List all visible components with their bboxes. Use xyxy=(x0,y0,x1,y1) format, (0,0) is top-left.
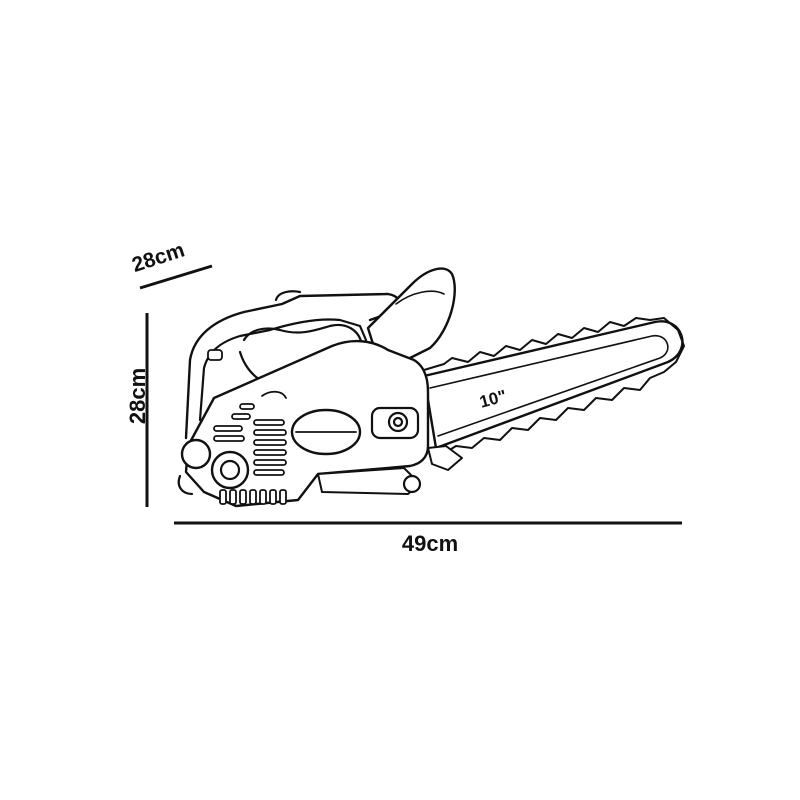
vent-slots xyxy=(213,403,287,476)
depth-dimension-line xyxy=(139,264,213,290)
height-dimension-label: 28cm xyxy=(125,367,150,425)
width-dimension-label: 49cm xyxy=(401,531,459,556)
chainsaw-icon xyxy=(177,267,685,508)
primer-knob-icon xyxy=(180,438,212,470)
hand-guard xyxy=(366,267,456,366)
guide-bar xyxy=(422,317,685,457)
bucking-spike xyxy=(427,445,463,471)
cooling-fins xyxy=(219,489,287,505)
